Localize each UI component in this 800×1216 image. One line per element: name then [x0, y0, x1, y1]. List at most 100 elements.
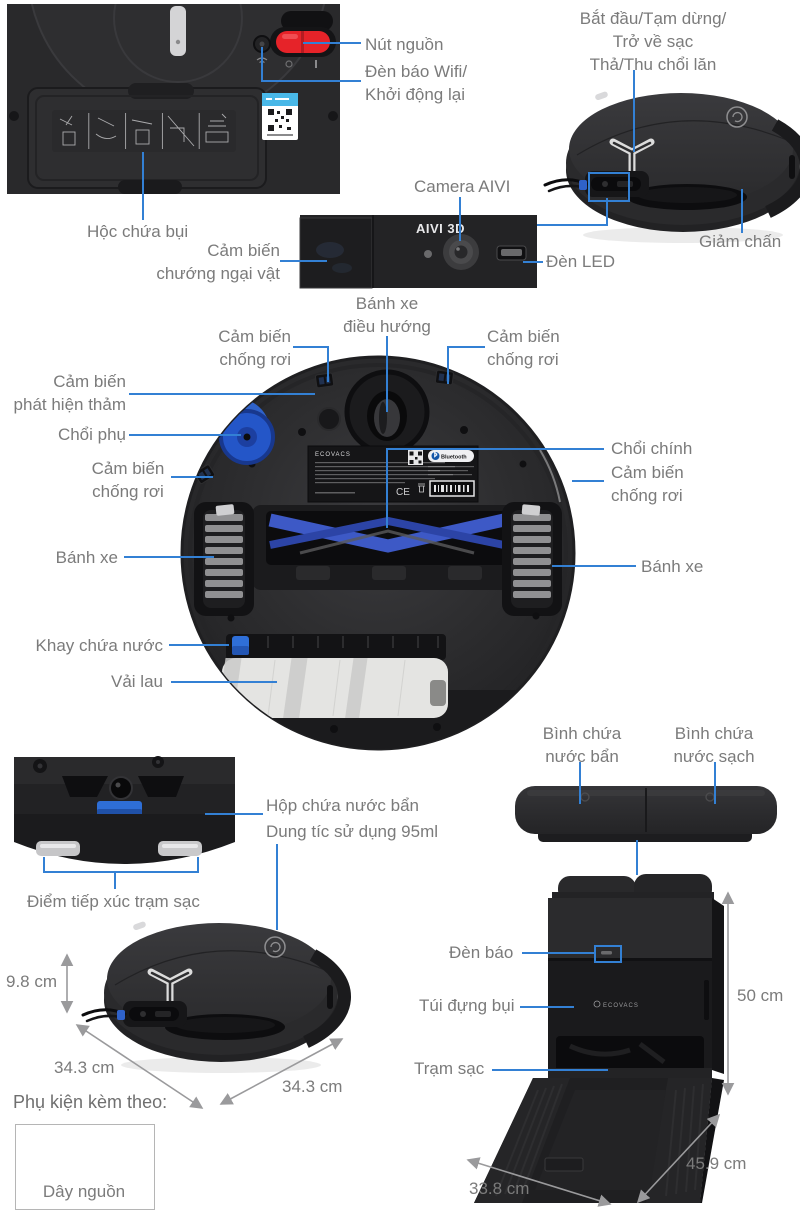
label-cliff-sensor-2: Cảm biến chống rơi — [487, 327, 560, 369]
pointer-wheel-left — [124, 556, 214, 558]
pointer-sidebrush — [129, 434, 241, 436]
label-indicator-light: Đèn báo — [449, 943, 514, 962]
label-obstacle-sensor: Cảm biến chướng ngại vật — [156, 241, 280, 283]
pointer-led — [523, 261, 543, 263]
bluetooth-badge — [428, 450, 474, 462]
dim-robot-depth: 34.3 cm — [282, 1077, 343, 1096]
label-power-button: Nút nguồn — [365, 35, 444, 54]
drive-wheel-left — [194, 502, 254, 616]
pointer-dustbag — [520, 1006, 574, 1008]
station-indicator-led — [601, 951, 612, 955]
pointer-cliff2-h — [447, 346, 485, 348]
pointer-cliff3 — [171, 476, 213, 478]
pointer-dirtytank — [579, 762, 581, 804]
label-cliff-sensor-1: Cảm biến chống rơi — [218, 327, 291, 369]
photo-robot-top-view — [545, 91, 800, 243]
pointer-dirtybox-h — [205, 813, 263, 815]
drive-wheel-right — [502, 502, 562, 616]
mop-module — [217, 634, 448, 718]
pointer-lid-station — [636, 840, 638, 875]
aivi-3d-text: AIVI 3D — [416, 221, 465, 236]
label-dirty-water-box: Hộp chứa nước bẩn Dung tíc sử dụng 95ml — [266, 796, 439, 841]
label-cliff-sensor-3: Cảm biến chống rơi — [91, 459, 165, 501]
label-cliff-sensor-4: Cảm biến chống rơi — [611, 463, 684, 505]
pointer-wifi-h — [261, 80, 361, 82]
pointer-indicator — [522, 952, 596, 954]
pointer-watertray — [169, 644, 229, 646]
pointer-cliff2-v — [447, 346, 449, 384]
rating-label: ECOVACS Bluetooth — [307, 445, 479, 503]
camera-highlight-box — [588, 172, 630, 202]
label-dirty-tank: Bình chứa nước bẩn — [542, 724, 622, 766]
pointer-dirtybox-v — [276, 844, 278, 930]
station-logo: ECOVACS — [593, 1000, 639, 1009]
label-power-cord: Dây nguồn — [42, 1182, 126, 1201]
ecovacs-logo-text: ECOVACS — [315, 452, 351, 458]
pointer-dustbin — [142, 152, 144, 220]
label-clean-tank: Bình chứa nước sạch — [673, 724, 755, 766]
photo-front-closeup — [14, 756, 235, 864]
label-charging-contacts: Điểm tiếp xúc trạm sạc — [27, 892, 200, 911]
label-start-button: Bắt đầu/Tạm dừng/ Trở về sạc Thả/Thu chổ… — [579, 9, 727, 74]
instruction-label — [52, 110, 236, 152]
dim-robot-width: 34.3 cm — [54, 1058, 115, 1077]
pointer-wifi-v — [261, 47, 263, 82]
photo-robot-dimensions — [83, 921, 345, 1073]
label-dock: Trạm sạc — [414, 1059, 485, 1078]
dim-station-depth: 45.9 cm — [686, 1154, 747, 1173]
accessory-box — [15, 1124, 155, 1210]
label-dustbin: Hộc chứa bụi — [87, 222, 189, 241]
label-wheel-right: Bánh xe — [641, 557, 704, 576]
pointer-dock — [492, 1069, 608, 1071]
bracket-contacts-r — [197, 857, 199, 873]
mop-roller — [222, 658, 448, 718]
pointer-module-h — [537, 224, 608, 226]
dim-station-height: 50 cm — [737, 986, 784, 1005]
dimension-arrows — [60, 891, 735, 1207]
pointer-caster — [386, 336, 388, 412]
indicator-highlight-box — [594, 945, 622, 963]
pointer-wheel-right — [552, 565, 636, 567]
photo-robot-underside: ECOVACS Bluetooth — [180, 355, 576, 751]
label-side-brush: Chổi phụ — [57, 425, 126, 444]
qr-sticker — [262, 93, 298, 140]
svg-text:ECOVACS: ECOVACS — [603, 1003, 639, 1009]
bracket-contacts-h — [43, 871, 199, 873]
label-camera: Camera AIVI — [414, 177, 511, 196]
pointer-cliff1-v — [327, 346, 329, 382]
pointer-power — [303, 42, 361, 44]
pointer-bumper — [741, 189, 743, 233]
bluetooth-text: Bluetooth — [441, 455, 467, 461]
bracket-contacts-l — [43, 857, 45, 873]
photo-robot-top-rear — [7, 4, 340, 194]
pointer-start — [633, 70, 635, 152]
label-bumper: Giảm chấn — [699, 232, 782, 251]
pointer-cleantank — [714, 762, 716, 804]
pointer-carpet — [129, 393, 315, 395]
accessories-heading: Phụ kiện kèm theo: — [13, 1092, 168, 1112]
label-led: Đèn LED — [546, 252, 615, 271]
label-carpet-sensor: Cảm biến phát hiện thảm — [13, 372, 126, 414]
label-mop-cloth: Vải lau — [111, 672, 163, 691]
label-wifi-indicator: Đèn báo Wifi/ Khởi động lại — [365, 62, 468, 104]
pointer-mainbrush-v — [386, 448, 388, 528]
pointer-mop — [171, 681, 277, 683]
main-brush-assembly — [252, 505, 522, 590]
pointer-mainbrush-h — [386, 448, 604, 450]
dim-station-width: 33.8 cm — [469, 1179, 530, 1198]
photo-water-tank-lid — [515, 786, 777, 842]
ce-mark: CE — [396, 487, 410, 498]
label-main-brush: Chổi chính — [611, 439, 693, 458]
dim-robot-height: 9.8 cm — [6, 972, 58, 991]
label-water-tray: Khay chứa nước — [35, 636, 163, 655]
pointer-obstacle — [280, 260, 327, 262]
pointer-cliff4 — [572, 480, 604, 482]
label-wheel-left: Bánh xe — [55, 548, 118, 567]
bracket-contacts-stem — [114, 871, 116, 889]
pointer-camera — [459, 197, 461, 241]
label-dust-bag: Túi đựng bụi — [419, 996, 515, 1015]
charging-contact-right — [158, 841, 202, 856]
label-caster-wheel: Bánh xe điều hướng — [343, 294, 431, 336]
photo-aivi-module: AIVI 3D — [299, 215, 537, 289]
